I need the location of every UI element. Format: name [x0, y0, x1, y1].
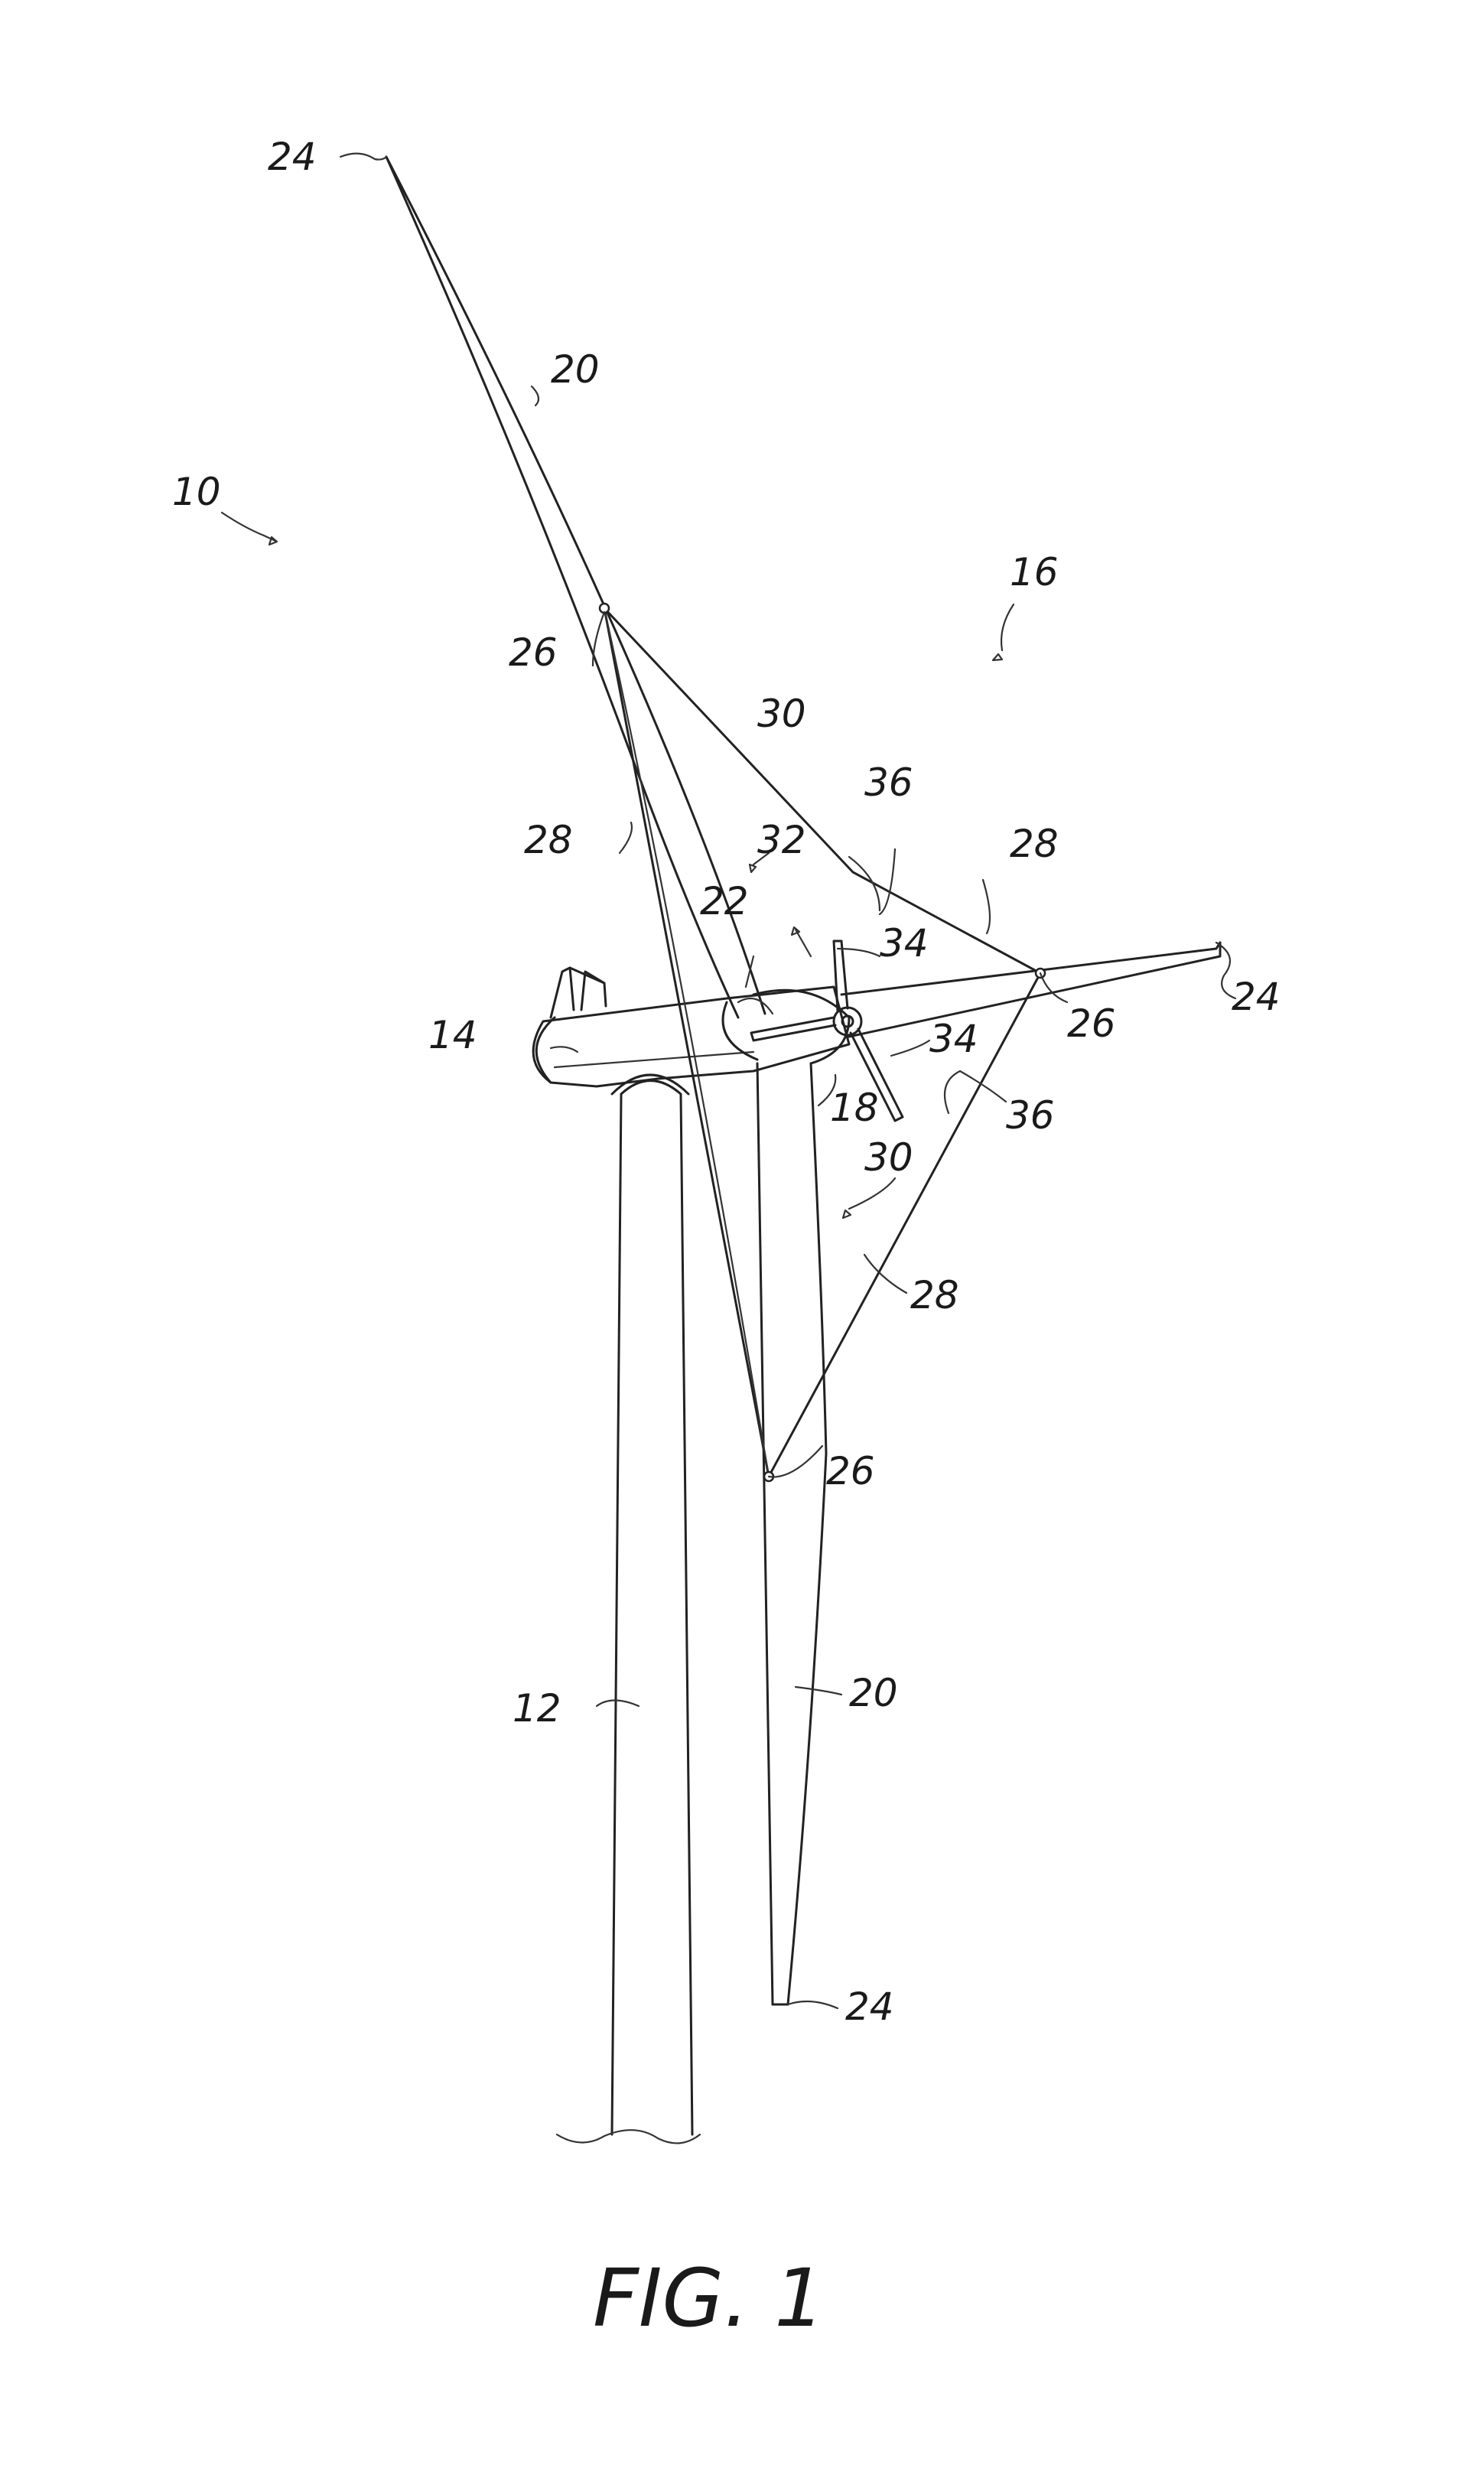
label-30-lower: 30 — [864, 1135, 913, 1180]
label-24-bottom: 24 — [845, 1985, 894, 2029]
label-14: 14 — [428, 1013, 477, 1057]
label-12: 12 — [513, 1686, 561, 1731]
label-26-right: 26 — [1067, 1001, 1116, 1046]
label-36-lower: 36 — [1006, 1093, 1055, 1138]
label-10: 10 — [172, 470, 221, 514]
label-34-upper: 34 — [880, 921, 929, 965]
tension-device — [750, 939, 904, 1122]
label-18: 18 — [830, 1086, 879, 1130]
label-36-upper: 36 — [864, 760, 913, 805]
label-20-upper: 20 — [551, 347, 600, 392]
label-22: 22 — [700, 879, 749, 923]
label-32: 32 — [757, 818, 806, 862]
nacelle — [532, 966, 851, 1088]
label-26-lower: 26 — [826, 1449, 875, 1493]
rotor-blade-upper — [385, 155, 774, 1019]
label-34-lower: 34 — [929, 1017, 978, 1061]
label-20-lower: 20 — [849, 1671, 898, 1715]
cable-system — [603, 607, 1042, 1478]
label-28-upper-right: 28 — [1010, 822, 1059, 866]
label-28-lower-right: 28 — [910, 1273, 959, 1317]
angle-markers — [848, 855, 962, 1115]
label-28-left: 28 — [524, 818, 573, 862]
hub — [721, 988, 851, 1065]
label-24-top: 24 — [268, 135, 317, 179]
rotor-blade-lower — [756, 1062, 828, 2006]
leader-lines — [220, 152, 1237, 2010]
reference-arrows — [268, 536, 1004, 1219]
label-30-upper: 30 — [757, 692, 806, 736]
figure-caption: FIG. 1 — [593, 2252, 825, 2345]
label-26-upper: 26 — [509, 630, 558, 675]
label-16: 16 — [1010, 550, 1059, 594]
tower — [555, 1073, 701, 2144]
label-24-right: 24 — [1232, 975, 1281, 1019]
